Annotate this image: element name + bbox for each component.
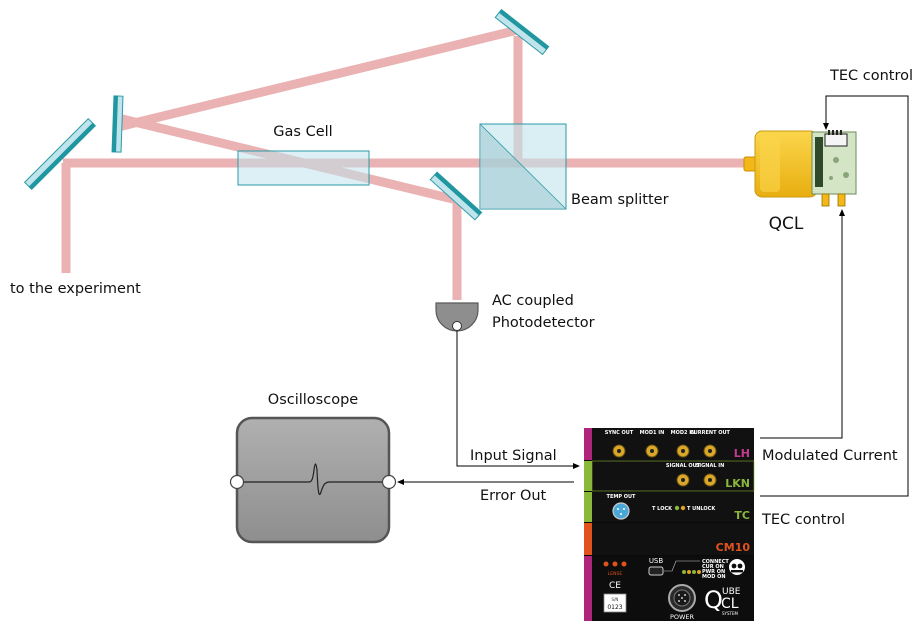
tec-control-top-label: TEC control xyxy=(829,68,913,84)
signal-wires xyxy=(397,95,909,497)
mirror-lower xyxy=(429,171,483,221)
lh-module-tag: LH xyxy=(734,447,750,460)
module-lkn: SIGNAL OUT SIGNAL IN LKN xyxy=(584,460,755,492)
lkn-connector-label-1: SIGNAL OUT xyxy=(666,463,701,469)
laser-beams xyxy=(61,24,752,300)
logo-bottom: SYSTEM xyxy=(722,611,738,616)
lh-connector-label-1: SYNC OUT xyxy=(605,430,634,436)
wire-input-signal xyxy=(456,331,574,467)
module-lh: SYNC OUT MOD1 IN MOD2 IN CURRENT OUT LH xyxy=(584,428,754,460)
power-label: POWER xyxy=(670,613,695,621)
led-label-3: PWR ON xyxy=(702,569,725,575)
photodetector-label-line2: Photodetector xyxy=(492,315,595,331)
led-label-4: MOD ON xyxy=(702,574,726,580)
brand-small-text: LENSE xyxy=(608,571,623,577)
ce-mark: CE xyxy=(609,581,621,591)
beam-upper-long xyxy=(116,24,524,132)
logo-top: UBE xyxy=(722,587,741,597)
modulated-current-label: Modulated Current xyxy=(762,448,898,464)
led-label-1: CONNECT xyxy=(702,559,729,565)
beam-splitter xyxy=(479,123,567,210)
oscilloscope-input-port xyxy=(229,474,245,490)
qcl-driver-board xyxy=(811,130,857,207)
logo-mid: CL xyxy=(721,596,739,612)
led-label-2: CUR ON xyxy=(702,564,724,570)
oscilloscope xyxy=(229,416,397,544)
oscilloscope-output-port xyxy=(381,474,397,490)
module-cm: CM10 xyxy=(584,523,754,555)
photodetector-label-line1: AC coupled xyxy=(492,293,574,309)
oscilloscope-label: Oscilloscope xyxy=(268,392,358,408)
tc-temp-out-label: TEMP OUT xyxy=(607,494,637,500)
wire-modulated-current xyxy=(760,215,843,439)
logo-q: Q xyxy=(704,586,723,614)
cm-module-tag: CM10 xyxy=(716,541,751,554)
tc-status-unlock-label: T UNLOCK xyxy=(687,506,716,512)
error-out-label: Error Out xyxy=(480,488,547,504)
gas-cell xyxy=(237,150,370,186)
mirror-left xyxy=(23,117,97,191)
lh-connector-label-2: MOD1 IN xyxy=(640,430,665,436)
sn-value: 0123 xyxy=(607,604,622,611)
sn-label: S/N xyxy=(612,597,619,602)
arrow-error-out xyxy=(397,479,404,485)
gas-cell-label: Gas Cell xyxy=(273,124,332,140)
qcl-label: QCL xyxy=(769,214,804,234)
lh-connector-label-4: CURRENT OUT xyxy=(690,430,730,436)
arrow-tec-control xyxy=(823,123,829,130)
input-signal-label: Input Signal xyxy=(470,448,557,464)
lkn-connector-label-2: SIGNAL IN xyxy=(696,463,725,469)
lh-connector-label-3: MOD2 IN xyxy=(671,430,696,436)
wire-tec-control xyxy=(760,95,909,497)
tec-control-bottom-label: TEC control xyxy=(761,512,845,528)
arrow-modulated-current xyxy=(839,209,845,216)
arrow-input-signal xyxy=(573,463,580,469)
tc-status-lock-label: T LOCK xyxy=(652,506,673,512)
to-experiment-label: to the experiment xyxy=(10,281,141,297)
usb-label: USB xyxy=(649,557,664,565)
beam-splitter-label: Beam splitter xyxy=(571,192,669,208)
lkn-module-tag: LKN xyxy=(725,477,750,490)
qcl-controller: SYNC OUT MOD1 IN MOD2 IN CURRENT OUT LH … xyxy=(584,428,755,621)
photodetector xyxy=(435,302,479,332)
module-tc: TEMP OUT T LOCK T UNLOCK TC xyxy=(584,492,754,522)
tc-module-tag: TC xyxy=(734,509,750,522)
mirror-small-vertical xyxy=(111,95,124,153)
brand-logo-icon xyxy=(729,559,745,575)
mirror-top-right xyxy=(494,8,550,56)
qcl-laser xyxy=(743,130,818,198)
controller-front-panel: LENSE CE S/N 0123 USB CONNECT CUR ON PWR… xyxy=(584,556,754,621)
